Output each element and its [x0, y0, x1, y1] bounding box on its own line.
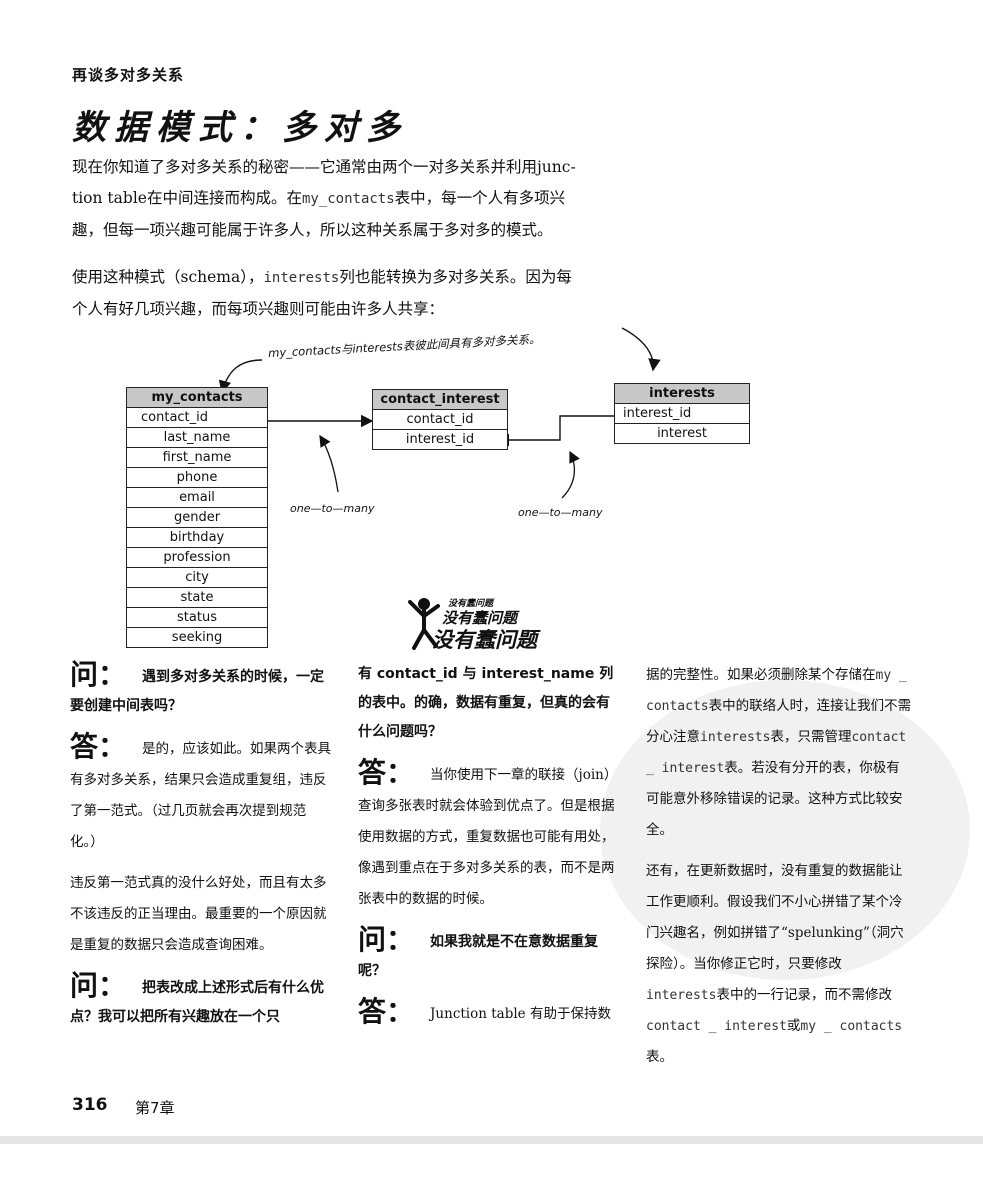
- code-my-contacts: my _ contacts: [800, 1019, 903, 1034]
- bottom-bar: [0, 1136, 983, 1144]
- paragraph: 违反第一范式真的没什么好处，而且有太多不该违反的正当理由。最重要的一个原因就是重…: [70, 875, 327, 953]
- one-to-many-label-2: one—to—many: [518, 506, 603, 519]
- table-column: contact_id: [127, 408, 267, 428]
- table-column: interest_id: [615, 404, 749, 424]
- intro-line: 使用这种模式（schema），interests列也能转换为多对多关系。因为每: [72, 268, 572, 286]
- table-column: email: [127, 488, 267, 508]
- table-column: seeking: [171, 630, 223, 645]
- table-column: contact_id: [373, 410, 507, 430]
- q-mark: 问：: [70, 969, 127, 1002]
- relation-line-interest: [496, 415, 614, 447]
- logo-big-text: 没有蠢问题: [432, 628, 537, 652]
- table-column: last_name: [127, 428, 267, 448]
- one-to-many-pointer-1: [319, 434, 339, 493]
- code-interests: interests: [646, 988, 717, 1003]
- table-column: phone: [127, 468, 267, 488]
- intro-line: 现在你知道了多对多关系的秘密——它通常由两个一对多关系并利用junc-: [72, 158, 576, 176]
- intro-paragraph-2: 使用这种模式（schema），interests列也能转换为多对多关系。因为每 …: [72, 262, 642, 325]
- qa-column-1: 问：遇到多对多关系的时候，一定要创建中间表吗？ 答：是的，应该如此。如果两个表具…: [70, 660, 332, 1032]
- intro-line: tion table在中间连接而构成。在my_contacts表中，每一个人有多…: [72, 189, 566, 207]
- table-column: gender: [127, 508, 267, 528]
- question-1: 问：遇到多对多关系的时候，一定要创建中间表吗？: [70, 658, 325, 714]
- qa-column-3: 据的完整性。如果必须删除某个存储在my _ contacts表中的联络人时，连接…: [646, 660, 912, 1073]
- intro-paragraph-1: 现在你知道了多对多关系的秘密——它通常由两个一对多关系并利用junc- tion…: [72, 152, 642, 246]
- table-column: interest: [657, 426, 707, 441]
- q-mark: 问：: [70, 658, 127, 691]
- code-my-contacts: my _ contacts: [646, 668, 907, 714]
- answer-3: 答：Junction table 有助于保持数: [358, 995, 611, 1028]
- annotation-arrow-right: [621, 327, 661, 372]
- intro-line: 个人有好几项兴趣，而每项兴趣则可能由许多人共享：: [72, 300, 445, 318]
- logo-mid-text: 没有蠢问题: [442, 609, 518, 627]
- table-header: contact_interest: [373, 390, 507, 410]
- code-interests: interests: [263, 270, 340, 286]
- figure-icon: [408, 598, 440, 650]
- section-label: 再谈多对多关系: [72, 66, 185, 84]
- one-to-many-label-1: one—to—many: [290, 502, 375, 515]
- a-mark: 答：: [358, 756, 415, 789]
- q-mark: 问：: [358, 923, 415, 956]
- code-interests: interests: [700, 730, 771, 745]
- table-column: birthday: [127, 528, 267, 548]
- answer-1: 答：是的，应该如此。如果两个表具有多对多关系，结果只会造成重复组，违反了第一范式…: [70, 730, 332, 850]
- page-title: 数据模式：多对多: [72, 108, 408, 148]
- question-2-continued: 有 contact_id 与 interest_name 列的表中。的确，数据有…: [358, 666, 614, 740]
- table-header: my_contacts: [127, 388, 267, 408]
- table-column: status: [127, 608, 267, 628]
- page-number: 316: [72, 1095, 108, 1115]
- table-column: interest_id: [405, 432, 475, 447]
- table-column: state: [127, 588, 267, 608]
- qa-column-2: 有 contact_id 与 interest_name 列的表中。的确，数据有…: [358, 660, 620, 1030]
- one-to-many-pointer-2: [561, 450, 580, 499]
- table-contact-interest: contact_interest contact_id interest_id: [372, 389, 508, 450]
- chapter-label: 第7章: [135, 1099, 175, 1117]
- table-column: first_name: [127, 448, 267, 468]
- paragraph: 还有，在更新数据时，没有重复的数据能让工作更顺利。假设我们不小心拼错了某个冷门兴…: [646, 863, 904, 1065]
- answer-2: 答：当你使用下一章的联接（join）查询多张表时就会体验到优点了。但是根据使用数…: [358, 756, 618, 907]
- watermark-seal: [600, 680, 970, 980]
- annotation-arrow-left: [218, 359, 263, 394]
- a-mark: 答：: [358, 995, 415, 1028]
- table-column: city: [127, 568, 267, 588]
- table-header: interests: [615, 384, 749, 404]
- no-dumb-questions-logo: 没有蠢问题 没有蠢问题 没有蠢问题: [406, 594, 566, 654]
- code-contact-interest: contact _ interest: [646, 1019, 787, 1034]
- code-my-contacts: my_contacts: [301, 191, 395, 207]
- question-3: 问：如果我就是不在意数据重复呢？: [358, 923, 599, 979]
- question-2: 问：把表改成上述形式后有什么优点？我可以把所有兴趣放在一个只: [70, 969, 325, 1025]
- paragraph: 据的完整性。如果必须删除某个存储在my _ contacts表中的联络人时，连接…: [646, 667, 912, 838]
- code-contact-interest: contact _ interest: [646, 730, 907, 776]
- intro-line: 趣，但每一项兴趣可能属于许多人，所以这种关系属于多对多的模式。: [72, 221, 553, 239]
- table-my-contacts: my_contacts contact_id last_name first_n…: [126, 387, 268, 648]
- a-mark: 答：: [70, 730, 127, 763]
- table-interests: interests interest_id interest: [614, 383, 750, 444]
- table-column: profession: [127, 548, 267, 568]
- logo-small-text: 没有蠢问题: [448, 599, 494, 609]
